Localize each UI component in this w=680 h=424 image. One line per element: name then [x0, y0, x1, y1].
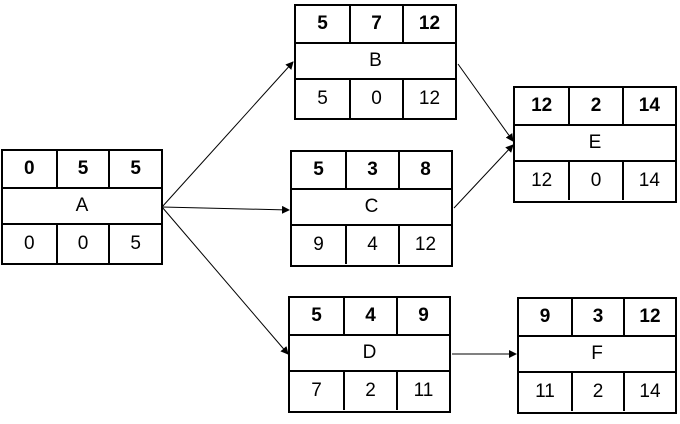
node-b: 5 7 12 B 5 0 12: [294, 4, 457, 120]
edge-a-b: [161, 61, 294, 208]
node-d-late-finish: 11: [396, 372, 449, 410]
node-a-top-row: 0 5 5: [3, 151, 161, 189]
node-b-early-finish: 12: [402, 6, 455, 42]
node-f-label: F: [519, 337, 675, 373]
node-b-duration: 7: [349, 6, 402, 42]
node-b-early-start: 5: [317, 13, 328, 34]
node-a-early-start: 0: [24, 158, 35, 179]
node-e-early-finish: 14: [621, 88, 675, 124]
node-e: 12 2 14 E 12 0 14: [513, 86, 677, 203]
node-c-early-finish: 8: [398, 152, 451, 188]
node-d-label: D: [290, 336, 449, 372]
node-a-duration: 5: [55, 151, 109, 187]
node-c: 5 3 8 C 9 4 12: [290, 150, 453, 267]
node-f-late-start: 11: [535, 381, 555, 402]
node-b-top-row: 5 7 12: [296, 6, 455, 44]
node-f-duration: 3: [571, 299, 623, 335]
node-c-late-finish: 12: [398, 226, 451, 264]
node-f: 9 3 12 F 11 2 14: [517, 297, 677, 414]
node-c-label: C: [292, 190, 451, 226]
node-f-slack: 2: [571, 373, 623, 411]
edge-a-c: [161, 205, 290, 214]
node-f-early-finish: 12: [623, 299, 675, 335]
node-f-late-finish: 14: [623, 373, 675, 411]
node-d-late-start: 7: [311, 380, 322, 401]
node-c-slack: 4: [345, 226, 398, 264]
node-d-early-finish: 9: [396, 298, 449, 334]
node-b-slack: 0: [349, 80, 402, 118]
node-d-early-start: 5: [311, 305, 322, 326]
node-e-label: E: [515, 126, 675, 162]
node-b-late-finish: 12: [402, 80, 455, 118]
edge-a-d: [161, 206, 289, 355]
node-a-late-start: 0: [24, 233, 35, 254]
node-e-early-start: 12: [531, 95, 553, 116]
node-c-top-row: 5 3 8: [292, 152, 451, 190]
edge-c-e: [453, 144, 514, 209]
node-d: 5 4 9 D 7 2 11: [288, 296, 451, 413]
node-a-label: A: [3, 189, 161, 225]
edge-b-e: [457, 63, 514, 142]
node-d-top-row: 5 4 9: [290, 298, 449, 336]
node-f-bottom-row: 11 2 14: [519, 373, 675, 411]
node-a: 0 5 5 A 0 0 5: [1, 149, 163, 265]
node-c-bottom-row: 9 4 12: [292, 226, 451, 264]
node-e-late-start: 12: [531, 170, 553, 191]
node-e-duration: 2: [568, 88, 621, 124]
node-b-bottom-row: 5 0 12: [296, 80, 455, 118]
node-a-bottom-row: 0 0 5: [3, 225, 161, 263]
node-b-late-start: 5: [317, 88, 328, 109]
node-d-slack: 2: [343, 372, 396, 410]
node-a-slack: 0: [55, 225, 109, 263]
node-e-slack: 0: [568, 162, 621, 200]
node-a-late-finish: 5: [108, 225, 161, 263]
node-c-early-start: 5: [313, 159, 324, 180]
node-c-duration: 3: [345, 152, 398, 188]
node-f-early-start: 9: [539, 306, 551, 327]
node-d-bottom-row: 7 2 11: [290, 372, 449, 410]
node-d-duration: 4: [343, 298, 396, 334]
node-f-top-row: 9 3 12: [519, 299, 675, 337]
node-e-late-finish: 14: [621, 162, 675, 200]
node-a-early-finish: 5: [108, 151, 161, 187]
node-b-label: B: [296, 44, 455, 80]
node-c-late-start: 9: [313, 234, 324, 255]
node-e-bottom-row: 12 0 14: [515, 162, 675, 200]
node-e-top-row: 12 2 14: [515, 88, 675, 126]
